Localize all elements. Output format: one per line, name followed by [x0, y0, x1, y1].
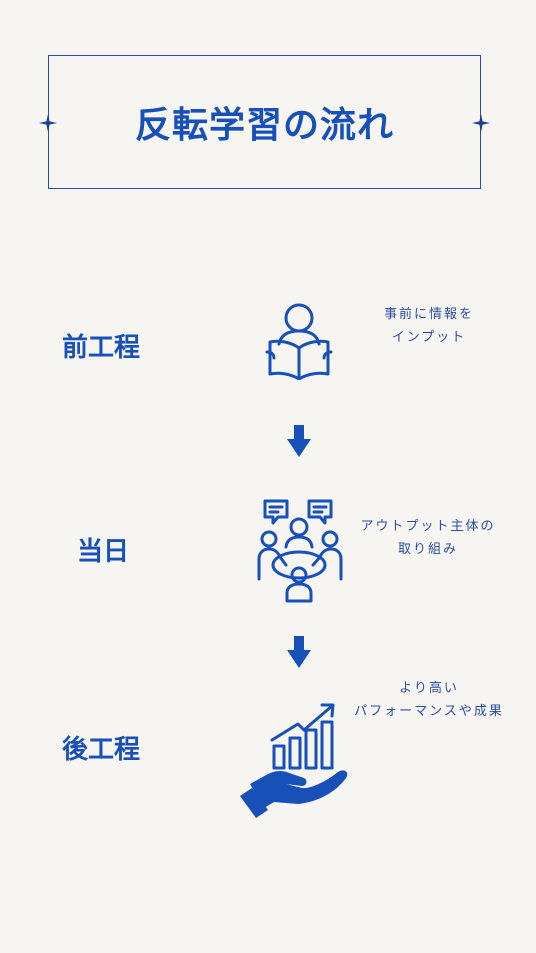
stage-desc-post: より高い パフォーマンスや成果 [346, 677, 512, 723]
reading-person-icon [265, 302, 333, 380]
down-arrow-icon [287, 425, 311, 457]
growth-chart-hand-icon [238, 700, 350, 818]
down-arrow-icon [287, 636, 311, 668]
stage-desc-pre: 事前に情報を インプット [364, 303, 494, 349]
stage-label-post: 後工程 [62, 735, 141, 765]
group-discussion-icon [256, 497, 344, 605]
stage-desc-line: 取り組み [397, 542, 458, 557]
stage-desc-line: 事前に情報を [383, 307, 474, 322]
stage-label-day: 当日 [77, 537, 130, 567]
stage-label-pre: 前工程 [62, 333, 141, 363]
stage-desc-line: より高い [399, 681, 459, 696]
sparkle-left-icon [39, 114, 57, 132]
stage-desc-line: インプット [391, 330, 467, 345]
sparkle-right-icon [472, 114, 490, 132]
page-title: 反転学習の流れ [134, 105, 394, 146]
title-frame: 反転学習の流れ [48, 55, 481, 189]
stage-desc-line: パフォーマンスや成果 [354, 704, 504, 719]
stage-desc-line: アウトプット主体の [360, 519, 496, 534]
stage-desc-day: アウトプット主体の 取り組み [350, 515, 506, 561]
